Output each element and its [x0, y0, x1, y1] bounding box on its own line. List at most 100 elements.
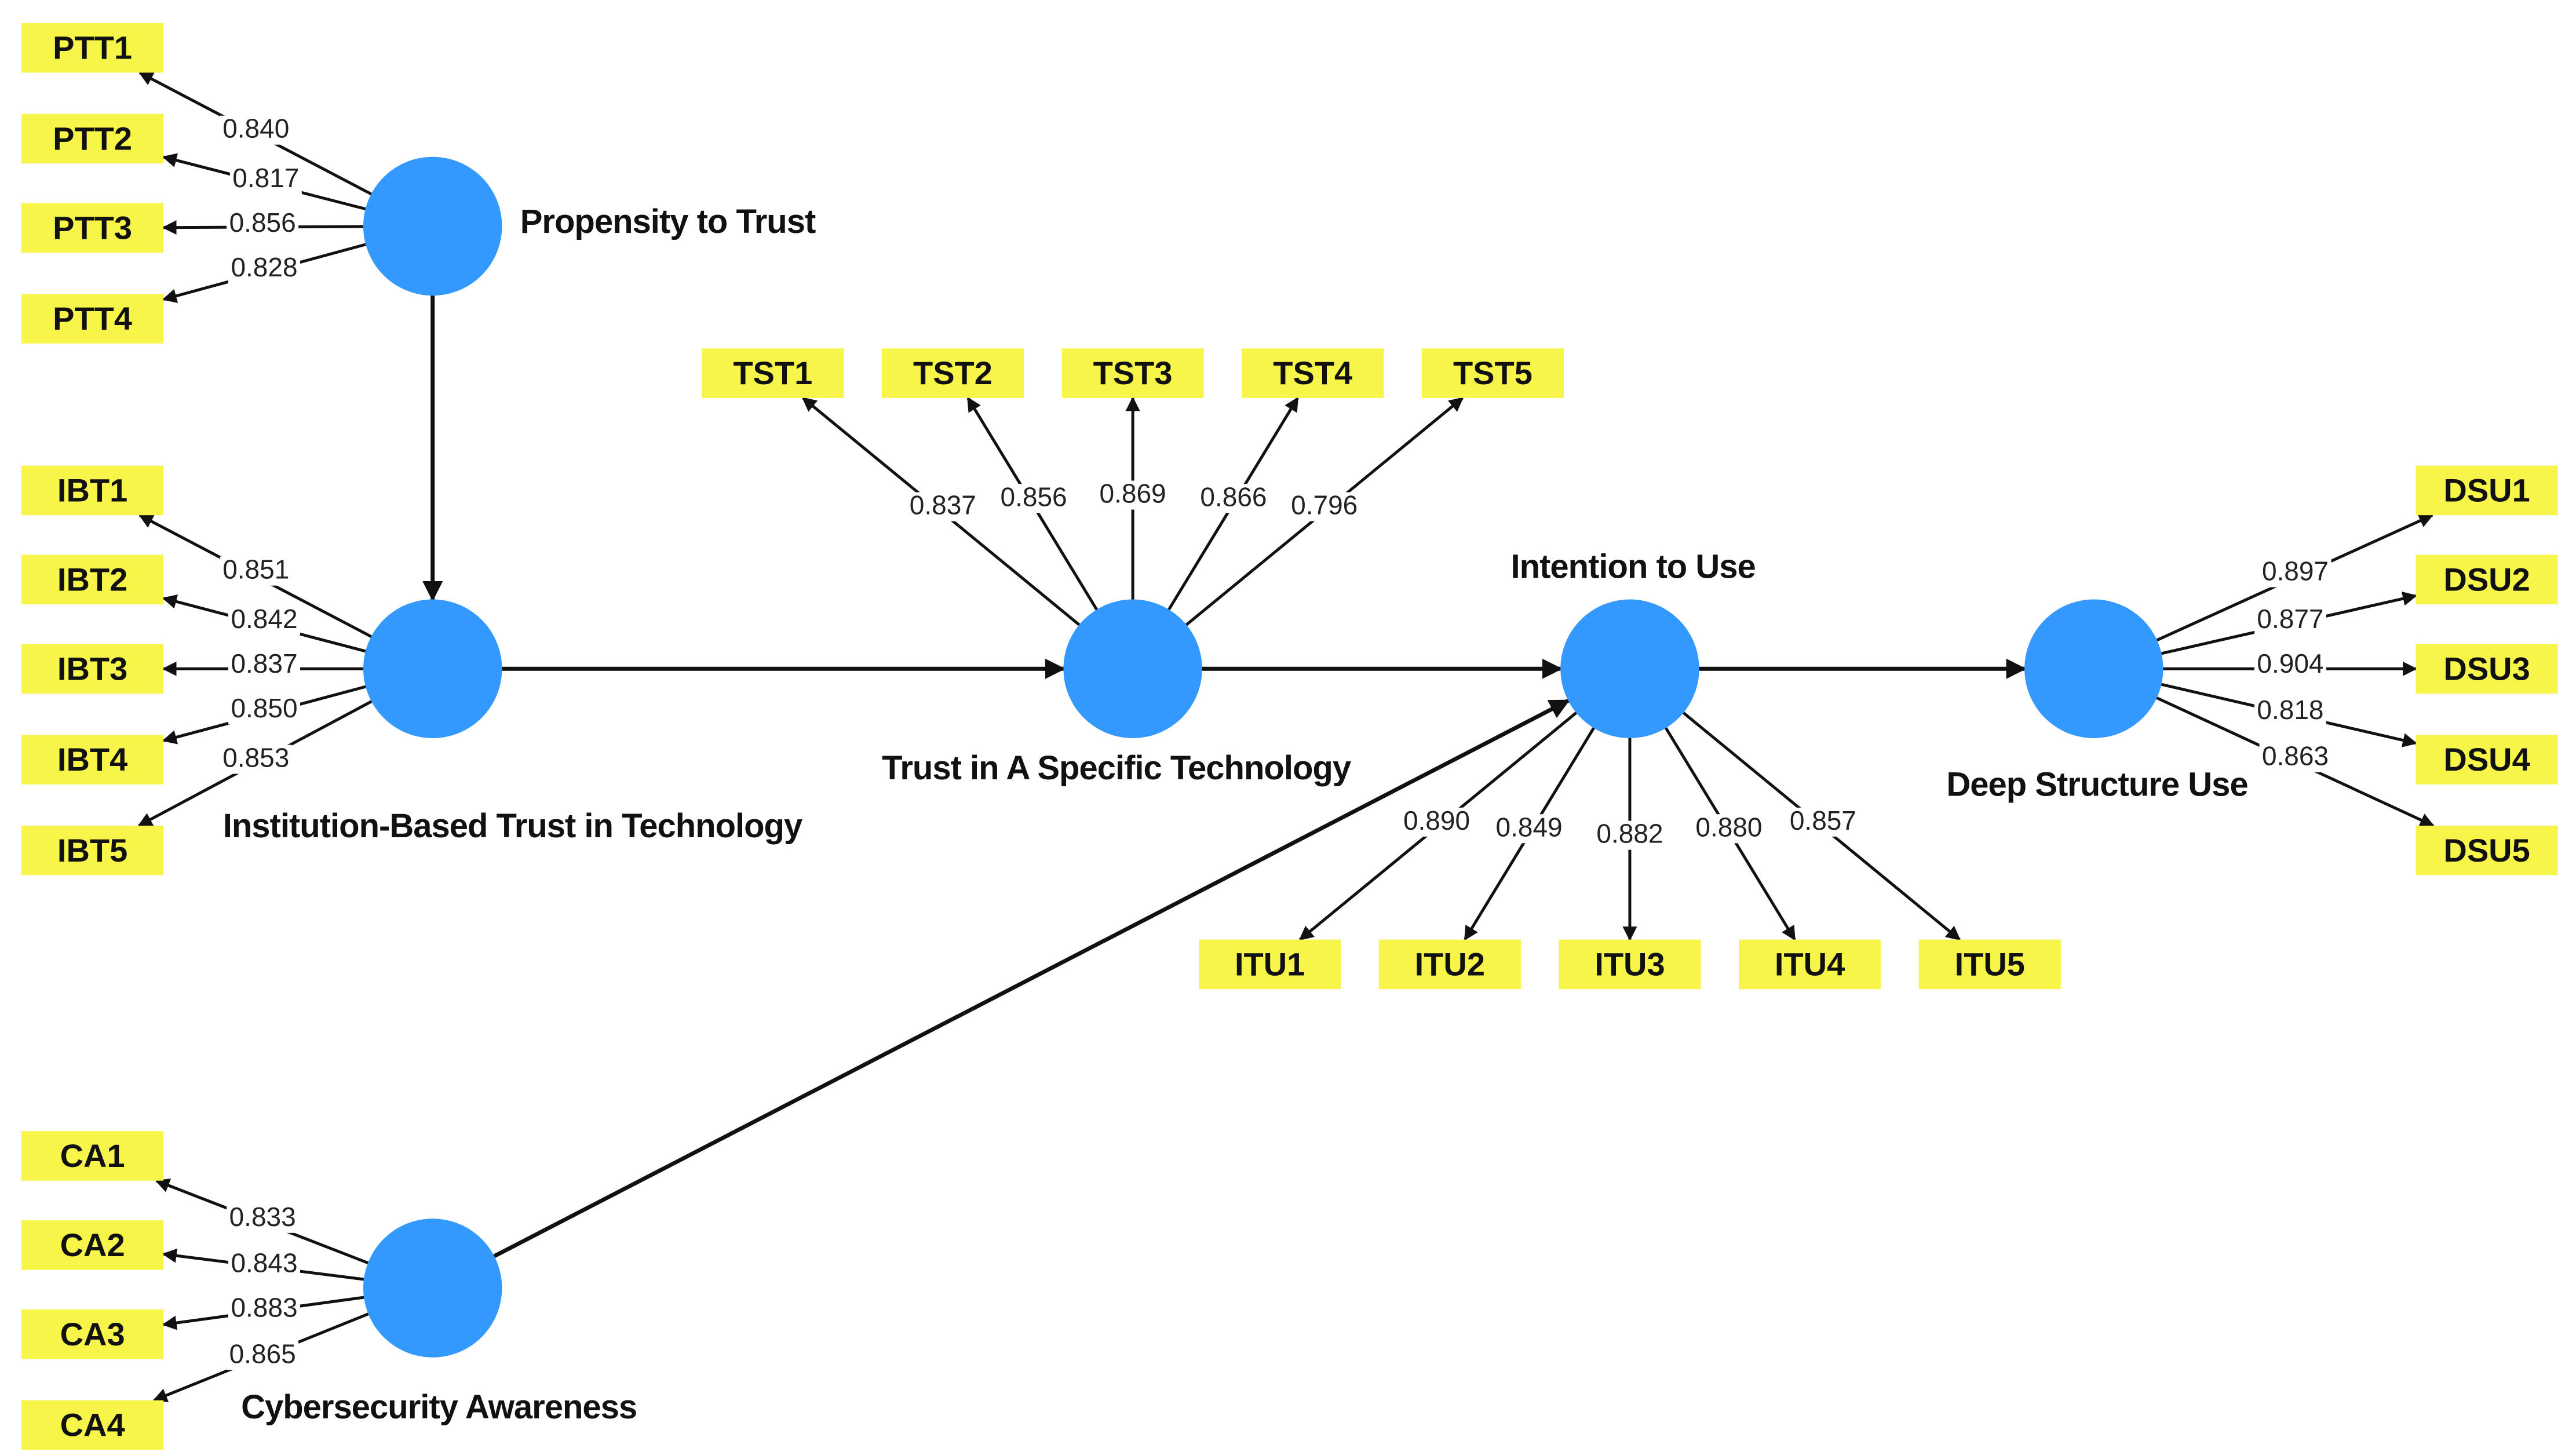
loading-value-tst4: 0.866: [1197, 481, 1269, 513]
loading-value-itu1: 0.890: [1400, 805, 1473, 837]
indicator-itu1[interactable]: ITU1: [1199, 939, 1341, 990]
loading-value-tst3: 0.869: [1097, 479, 1169, 510]
indicator-tst1[interactable]: TST1: [702, 348, 844, 398]
constructs-layer: [363, 156, 2163, 1358]
indicator-itu2[interactable]: ITU2: [1378, 939, 1521, 990]
loading-value-dsu5: 0.863: [2259, 741, 2331, 772]
indicator-box: [1061, 348, 1204, 398]
indicator-ibt2[interactable]: IBT2: [21, 554, 164, 605]
indicator-dsu5[interactable]: DSU5: [2416, 826, 2558, 875]
loading-label-bg: [1400, 807, 1473, 837]
indicator-label: ITU3: [1595, 946, 1665, 982]
loading-value-ca3: 0.883: [228, 1293, 300, 1324]
loading-label: 0.897: [2262, 556, 2329, 586]
loading-label: 0.869: [1100, 479, 1166, 509]
loading-label: 0.856: [1001, 481, 1067, 512]
loading-label-bg: [1692, 814, 1765, 844]
indicator-box: [2416, 735, 2558, 785]
indicator-ca1[interactable]: CA1: [21, 1131, 164, 1181]
loading-label: 0.842: [231, 604, 297, 634]
indicator-dsu4[interactable]: DSU4: [2416, 735, 2558, 785]
loading-label: 0.865: [229, 1338, 296, 1369]
loading-label: 0.850: [231, 693, 297, 723]
loading-value-ptt2: 0.817: [229, 163, 302, 195]
indicator-itu5[interactable]: ITU5: [1918, 939, 2061, 990]
indicator-box: [21, 1400, 164, 1450]
loading-label: 0.857: [1790, 805, 1856, 836]
construct-ca[interactable]: [363, 1218, 502, 1358]
construct-itu[interactable]: [1560, 599, 1699, 738]
indicator-label: IBT2: [57, 561, 127, 597]
loading-value-tst5: 0.796: [1288, 490, 1360, 521]
construct-ibt[interactable]: [363, 599, 502, 738]
loadings-layer: 0.8400.8170.8560.8280.8510.8420.8370.850…: [220, 114, 2331, 1370]
indicator-ca3[interactable]: CA3: [21, 1309, 164, 1359]
indicator-box: [21, 554, 164, 605]
loading-value-dsu4: 0.818: [2254, 695, 2326, 726]
indicator-dsu3[interactable]: DSU3: [2416, 644, 2558, 694]
indicator-label: IBT4: [57, 741, 127, 778]
indicator-itu4[interactable]: ITU4: [1739, 939, 1881, 990]
indicator-box: [21, 1309, 164, 1359]
loading-value-ibt4: 0.850: [228, 693, 300, 725]
loading-label: 0.866: [1200, 481, 1267, 512]
loading-label-bg: [220, 556, 292, 586]
indicator-box: [881, 348, 1024, 398]
indicator-ibt4[interactable]: IBT4: [21, 735, 164, 785]
indicator-label: CA2: [60, 1227, 125, 1263]
indicator-ptt3[interactable]: PTT3: [21, 203, 164, 253]
indicator-ibt3[interactable]: IBT3: [21, 644, 164, 694]
indicator-tst3[interactable]: TST3: [1061, 348, 1204, 398]
construct-tst[interactable]: [1063, 599, 1202, 738]
indicator-label: CA1: [60, 1137, 125, 1174]
loading-label: 0.883: [231, 1293, 297, 1323]
loading-value-ca4: 0.865: [227, 1338, 299, 1370]
loading-label: 0.840: [222, 114, 289, 144]
loading-label-bg: [2254, 696, 2326, 726]
indicator-box: [2416, 826, 2558, 875]
indicator-label: DSU2: [2443, 561, 2530, 597]
indicator-ptt4[interactable]: PTT4: [21, 294, 164, 344]
indicator-label: IBT3: [57, 650, 127, 687]
indicator-dsu1[interactable]: DSU1: [2416, 465, 2558, 516]
loading-value-ibt3: 0.837: [228, 648, 300, 680]
loading-label-bg: [228, 1294, 300, 1324]
indicator-box: [21, 1220, 164, 1270]
indicator-label: CA3: [60, 1316, 125, 1352]
indicator-dsu2[interactable]: DSU2: [2416, 554, 2558, 605]
indicator-ptt1[interactable]: PTT1: [21, 23, 164, 73]
construct-label-tst: Trust in A Specific Technology: [882, 749, 1351, 787]
loading-label-bg: [227, 210, 299, 239]
construct-label-itu: Intention to Use: [1511, 548, 1756, 586]
indicator-box: [21, 23, 164, 73]
indicator-box: [2416, 465, 2558, 516]
loading-value-itu3: 0.882: [1593, 819, 1666, 850]
loading-label: 0.817: [232, 163, 299, 193]
indicator-tst5[interactable]: TST5: [1421, 348, 1564, 398]
indicator-ibt1[interactable]: IBT1: [21, 465, 164, 516]
indicator-label: TST1: [733, 355, 812, 391]
construct-ptt[interactable]: [363, 156, 502, 296]
indicator-itu3[interactable]: ITU3: [1559, 939, 1701, 990]
loading-label-bg: [228, 1250, 300, 1279]
indicator-ibt5[interactable]: IBT5: [21, 826, 164, 875]
loading-value-ibt1: 0.851: [220, 554, 292, 586]
indicator-tst2[interactable]: TST2: [881, 348, 1024, 398]
indicator-box: [21, 1131, 164, 1181]
loading-label-bg: [907, 492, 979, 521]
loading-label: 0.843: [231, 1248, 297, 1278]
indicator-ca4[interactable]: CA4: [21, 1400, 164, 1450]
loading-label-bg: [228, 651, 300, 680]
loading-value-dsu2: 0.877: [2254, 604, 2326, 636]
indicator-ca2[interactable]: CA2: [21, 1220, 164, 1270]
loading-value-itu2: 0.849: [1493, 812, 1566, 844]
construct-dsu[interactable]: [2024, 599, 2163, 738]
indicator-label: PTT3: [53, 209, 132, 246]
indicator-tst4[interactable]: TST4: [1242, 348, 1384, 398]
construct-label-ca: Cybersecurity Awareness: [241, 1388, 637, 1426]
loading-label: 0.853: [222, 743, 289, 773]
indicator-box: [21, 203, 164, 253]
indicator-ptt2[interactable]: PTT2: [21, 114, 164, 164]
indicator-label: IBT5: [57, 832, 127, 869]
